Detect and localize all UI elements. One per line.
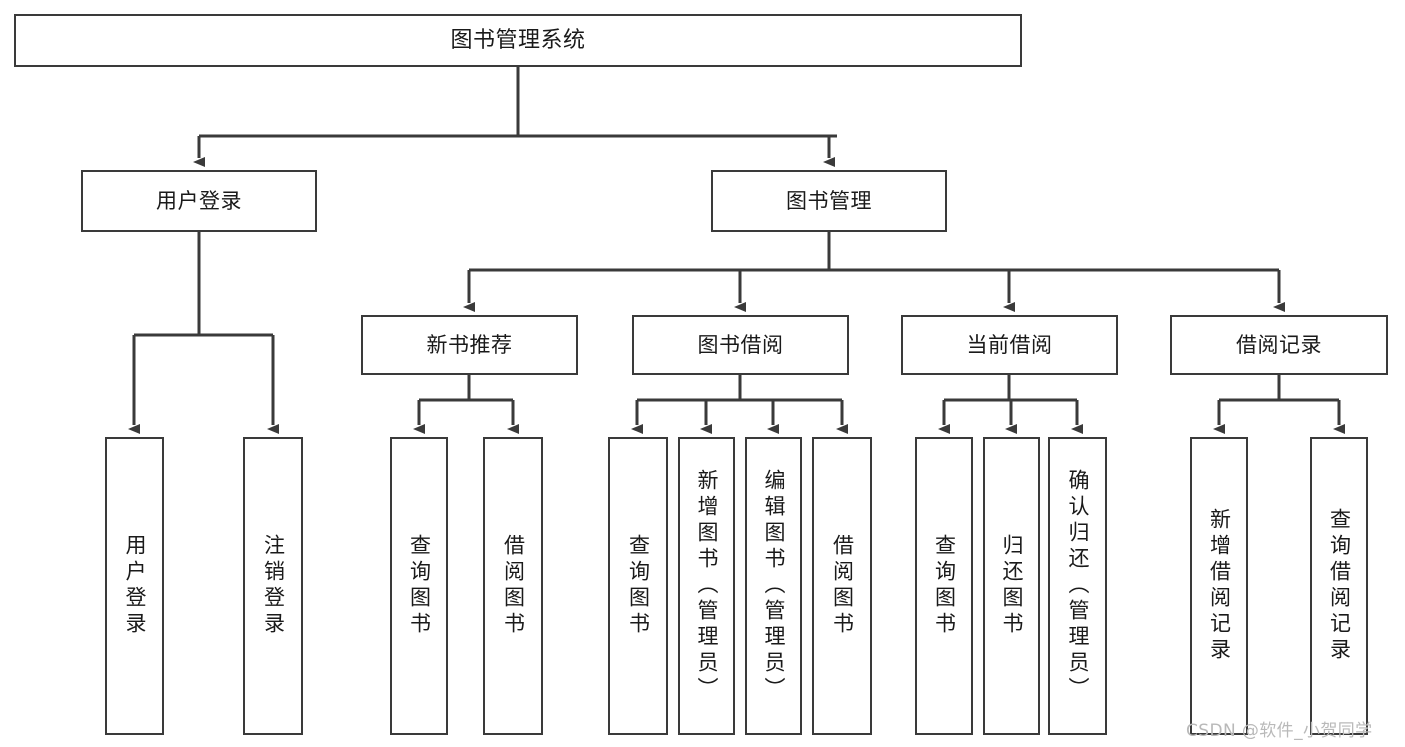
leaf-node-edit-book-admin[interactable]: 编辑图书（管理员）: [745, 437, 802, 735]
leaf-node-borrow-book-recommendation[interactable]: 借阅图书: [483, 437, 543, 735]
node-user-login[interactable]: 用户登录: [81, 170, 317, 232]
node-label: 新书推荐: [426, 332, 513, 357]
leaf-node-add-borrowing-record[interactable]: 新增借阅记录: [1190, 437, 1248, 735]
node-label: 确认归还（管理员）: [1066, 469, 1090, 703]
node-label: 归还图书: [1000, 534, 1024, 638]
node-label: 编辑图书（管理员）: [762, 469, 786, 703]
node-label: 查询图书: [932, 534, 957, 638]
leaf-node-query-book-borrowing[interactable]: 查询图书: [608, 437, 668, 735]
leaf-node-query-borrowing-record[interactable]: 查询借阅记录: [1310, 437, 1368, 735]
node-label: 用户登录: [123, 534, 147, 638]
node-root-system[interactable]: 图书管理系统: [14, 14, 1022, 67]
node-label: 借阅记录: [1236, 332, 1322, 357]
node-label: 新增借阅记录: [1207, 508, 1232, 664]
leaf-node-borrow-book-borrowing[interactable]: 借阅图书: [812, 437, 872, 735]
node-label: 图书借阅: [697, 332, 784, 357]
node-label: 当前借阅: [966, 332, 1053, 357]
node-current-borrowing[interactable]: 当前借阅: [901, 315, 1118, 375]
leaf-node-query-book-current[interactable]: 查询图书: [915, 437, 973, 735]
node-label: 图书管理系统: [450, 27, 586, 53]
leaf-node-add-book-admin[interactable]: 新增图书（管理员）: [678, 437, 735, 735]
node-label: 新增图书（管理员）: [695, 469, 719, 703]
node-label: 用户登录: [156, 188, 242, 213]
node-book-borrowing[interactable]: 图书借阅: [632, 315, 849, 375]
node-label: 注销登录: [261, 534, 286, 638]
node-label: 借阅图书: [501, 534, 526, 638]
node-label: 查询图书: [407, 534, 432, 638]
node-label: 借阅图书: [830, 534, 855, 638]
node-borrowing-record[interactable]: 借阅记录: [1170, 315, 1388, 375]
leaf-node-user-login[interactable]: 用户登录: [105, 437, 164, 735]
node-label: 图书管理: [786, 188, 872, 213]
leaf-node-logout[interactable]: 注销登录: [243, 437, 303, 735]
node-new-book-recommendation[interactable]: 新书推荐: [361, 315, 578, 375]
csdn-watermark: CSDN @软件_小贺同学: [1186, 721, 1373, 741]
leaf-node-confirm-return-admin[interactable]: 确认归还（管理员）: [1048, 437, 1107, 735]
leaf-node-return-book[interactable]: 归还图书: [983, 437, 1040, 735]
node-label: 查询借阅记录: [1327, 508, 1352, 664]
node-label: 查询图书: [626, 534, 651, 638]
node-book-management[interactable]: 图书管理: [711, 170, 947, 232]
leaf-node-query-book-recommendation[interactable]: 查询图书: [390, 437, 448, 735]
